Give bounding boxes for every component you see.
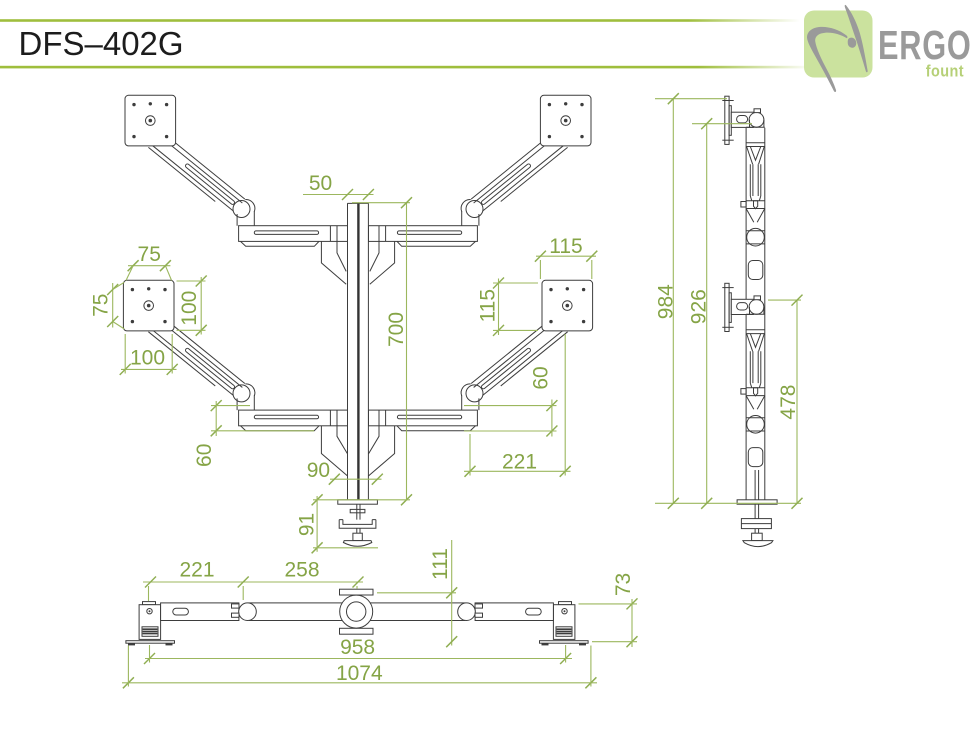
svg-text:926: 926 [688, 289, 711, 324]
svg-text:221: 221 [502, 450, 537, 473]
svg-text:73: 73 [612, 573, 635, 596]
svg-text:100: 100 [178, 291, 201, 326]
svg-text:115: 115 [549, 235, 582, 258]
svg-text:ERGO: ERGO [878, 22, 972, 68]
svg-text:91: 91 [296, 513, 319, 536]
svg-text:700: 700 [385, 312, 408, 347]
svg-text:478: 478 [777, 385, 800, 420]
svg-text:111: 111 [429, 548, 452, 580]
svg-text:115: 115 [477, 289, 500, 322]
svg-text:60: 60 [530, 366, 553, 389]
svg-text:75: 75 [138, 243, 161, 266]
svg-text:60: 60 [193, 444, 216, 467]
svg-text:221: 221 [179, 559, 214, 582]
svg-text:DFS–402G: DFS–402G [19, 25, 184, 62]
svg-text:75: 75 [90, 294, 113, 317]
svg-text:984: 984 [655, 284, 678, 319]
svg-text:90: 90 [307, 459, 330, 482]
svg-text:1074: 1074 [336, 662, 383, 685]
svg-text:100: 100 [130, 347, 165, 370]
svg-text:258: 258 [284, 559, 319, 582]
svg-text:fount: fount [926, 62, 964, 80]
svg-text:958: 958 [340, 636, 375, 659]
svg-text:50: 50 [309, 172, 332, 195]
